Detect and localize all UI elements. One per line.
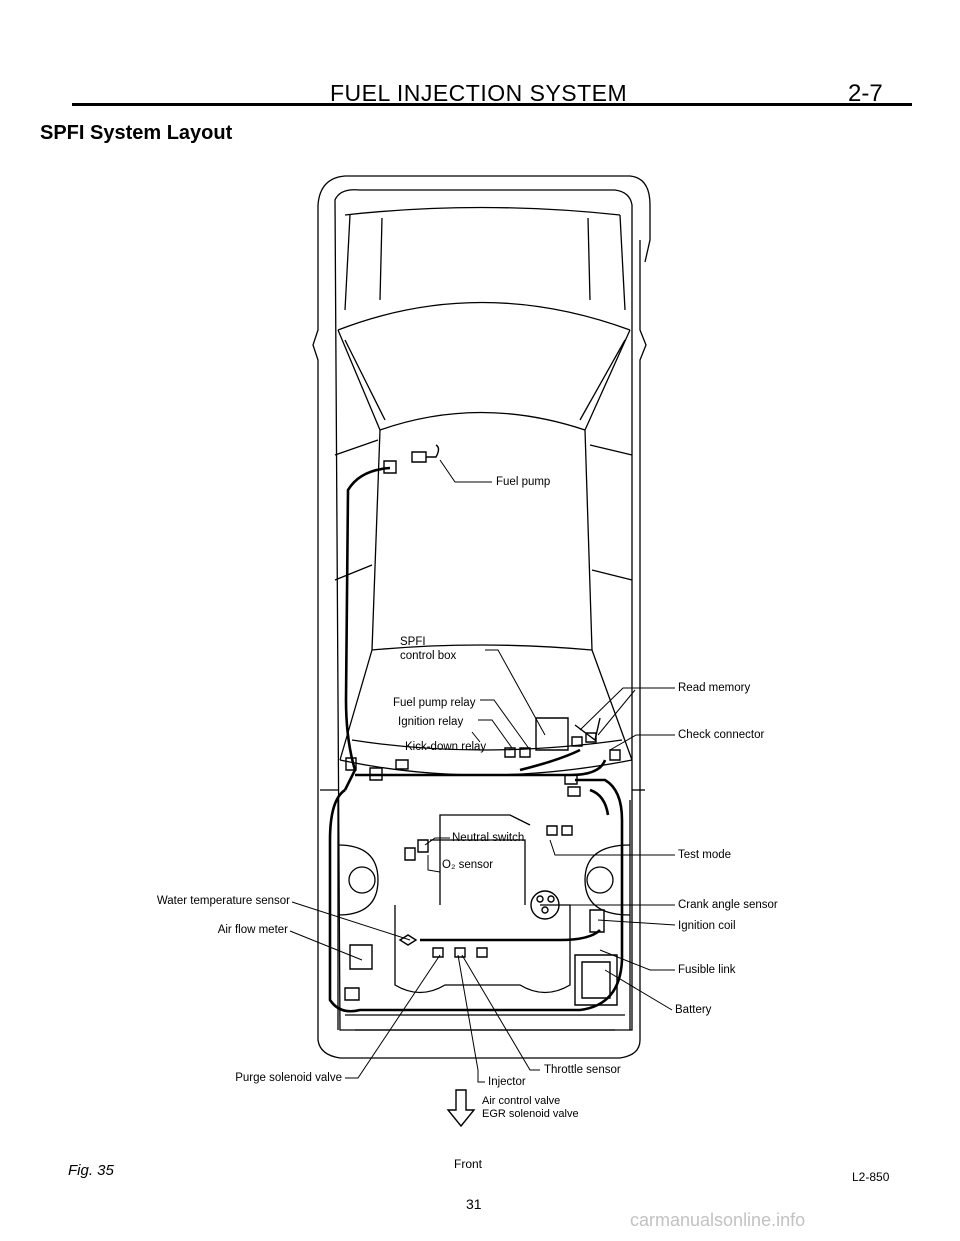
section-title: SPFI System Layout xyxy=(40,122,233,144)
label-spfi-line1: SPFI xyxy=(400,636,426,648)
figure-code: L2-850 xyxy=(852,1170,890,1184)
label-water-temperature-sensor: Water temperature sensor xyxy=(156,895,290,907)
label-air-control-valve: Air control valve xyxy=(482,1095,561,1107)
page-number: 31 xyxy=(466,1196,482,1212)
header-title: FUEL INJECTION SYSTEM xyxy=(330,80,628,106)
header-page-ref: 2-7 xyxy=(848,80,883,107)
header-rule xyxy=(72,103,912,106)
label-fuel-pump: Fuel pump xyxy=(496,476,551,488)
label-crank-angle-sensor: Crank angle sensor xyxy=(678,899,778,911)
components xyxy=(345,445,620,1126)
leader-lines xyxy=(290,460,675,1082)
figure-label: Fig. 35 xyxy=(68,1162,114,1179)
label-check-connector: Check connector xyxy=(678,729,765,741)
label-test-mode: Test mode xyxy=(678,849,732,861)
label-o2-sensor: O₂ sensor xyxy=(442,859,494,871)
label-read-memory: Read memory xyxy=(678,682,751,694)
wiring-harness xyxy=(330,468,622,1011)
label-kick-down-relay: Kick-down relay xyxy=(405,741,487,753)
label-fuel-pump-relay: Fuel pump relay xyxy=(393,697,476,709)
label-ignition-relay: Ignition relay xyxy=(398,716,464,728)
label-fusible-link: Fusible link xyxy=(678,964,736,976)
label-air-flow-meter: Air flow meter xyxy=(217,924,288,936)
label-neutral-switch: Neutral switch xyxy=(452,832,525,844)
label-purge-solenoid-valve: Purge solenoid valve xyxy=(235,1072,342,1084)
label-egr-solenoid-valve: EGR solenoid valve xyxy=(482,1108,579,1120)
label-battery: Battery xyxy=(675,1004,712,1016)
watermark: carmanualsonline.info xyxy=(630,1210,806,1230)
label-ignition-coil: Ignition coil xyxy=(678,920,736,932)
label-throttle-sensor: Throttle sensor xyxy=(544,1064,621,1076)
car-body-outline xyxy=(313,176,650,1058)
label-injector: Injector xyxy=(488,1076,526,1088)
label-front: Front xyxy=(454,1157,483,1171)
label-spfi-control-box: control box xyxy=(400,650,457,662)
